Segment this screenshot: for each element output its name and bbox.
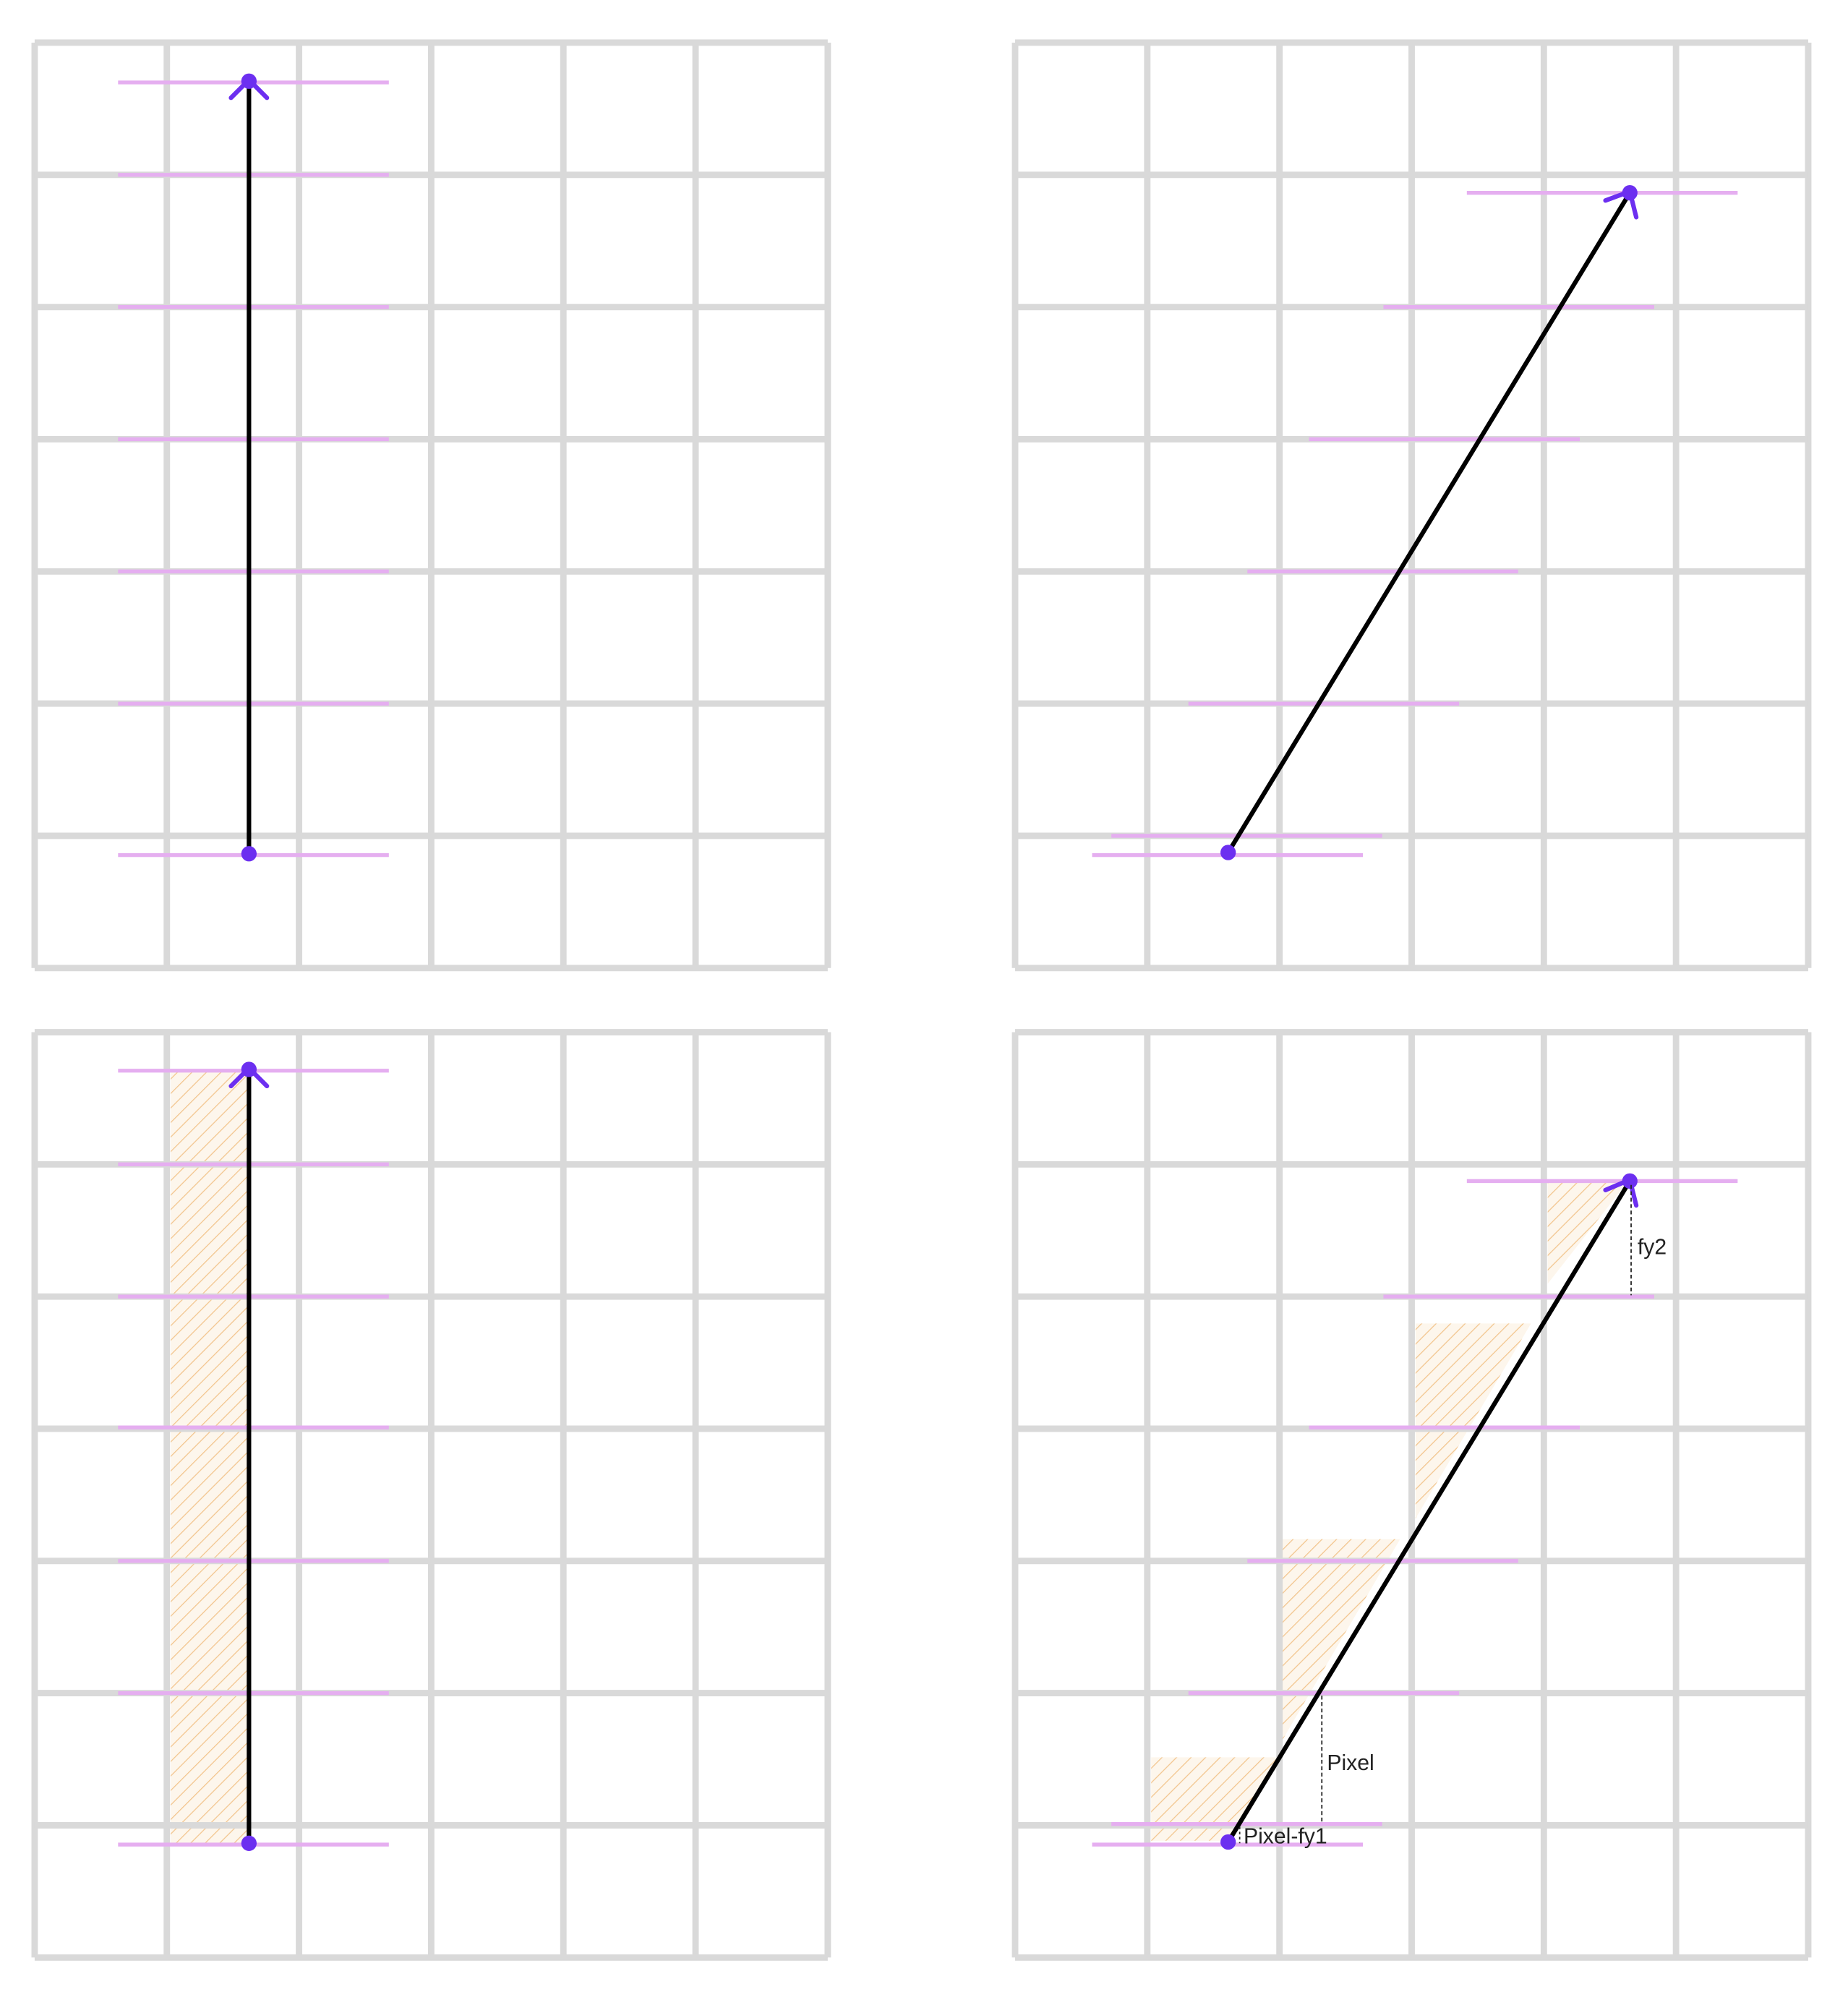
scanlines bbox=[1092, 190, 1738, 858]
panel-vertical-edge bbox=[31, 39, 831, 972]
bottom-endpoint bbox=[1220, 845, 1236, 860]
bottom-endpoint bbox=[241, 1835, 257, 1851]
scanlines bbox=[1092, 1179, 1738, 1847]
top-endpoint bbox=[241, 1061, 257, 1077]
coverage-region bbox=[1282, 1539, 1400, 1741]
top-endpoint bbox=[1622, 185, 1638, 201]
pixel-fy1-label: Pixel-fy1 bbox=[1244, 1824, 1327, 1848]
coverage-region bbox=[1415, 1323, 1531, 1519]
pixel-label: Pixel bbox=[1327, 1751, 1374, 1775]
edge-line bbox=[1226, 192, 1632, 854]
panel-vertical-edge-coverage bbox=[31, 1029, 831, 1961]
top-endpoint bbox=[241, 73, 257, 89]
pixel-grid bbox=[1011, 39, 1812, 972]
edge-line bbox=[1226, 1179, 1632, 1844]
top-endpoint bbox=[1622, 1173, 1638, 1189]
pixel-grid bbox=[1011, 1029, 1812, 1961]
bottom-endpoint bbox=[1220, 1834, 1236, 1850]
scanlines bbox=[118, 80, 389, 858]
fy2-label: fy2 bbox=[1638, 1236, 1667, 1260]
pixel-grid bbox=[31, 1029, 831, 1961]
scanlines bbox=[118, 1069, 389, 1847]
coverage-region bbox=[1547, 1182, 1627, 1284]
pixel-grid bbox=[31, 39, 831, 972]
bottom-endpoint bbox=[241, 846, 257, 862]
coverage-region bbox=[171, 1070, 249, 1844]
panel-diagonal-edge-coverage: fy2 Pixel Pixel-fy1 bbox=[1011, 1029, 1812, 1961]
coverage-region bbox=[1151, 1757, 1278, 1841]
panel-diagonal-edge bbox=[1011, 39, 1812, 972]
